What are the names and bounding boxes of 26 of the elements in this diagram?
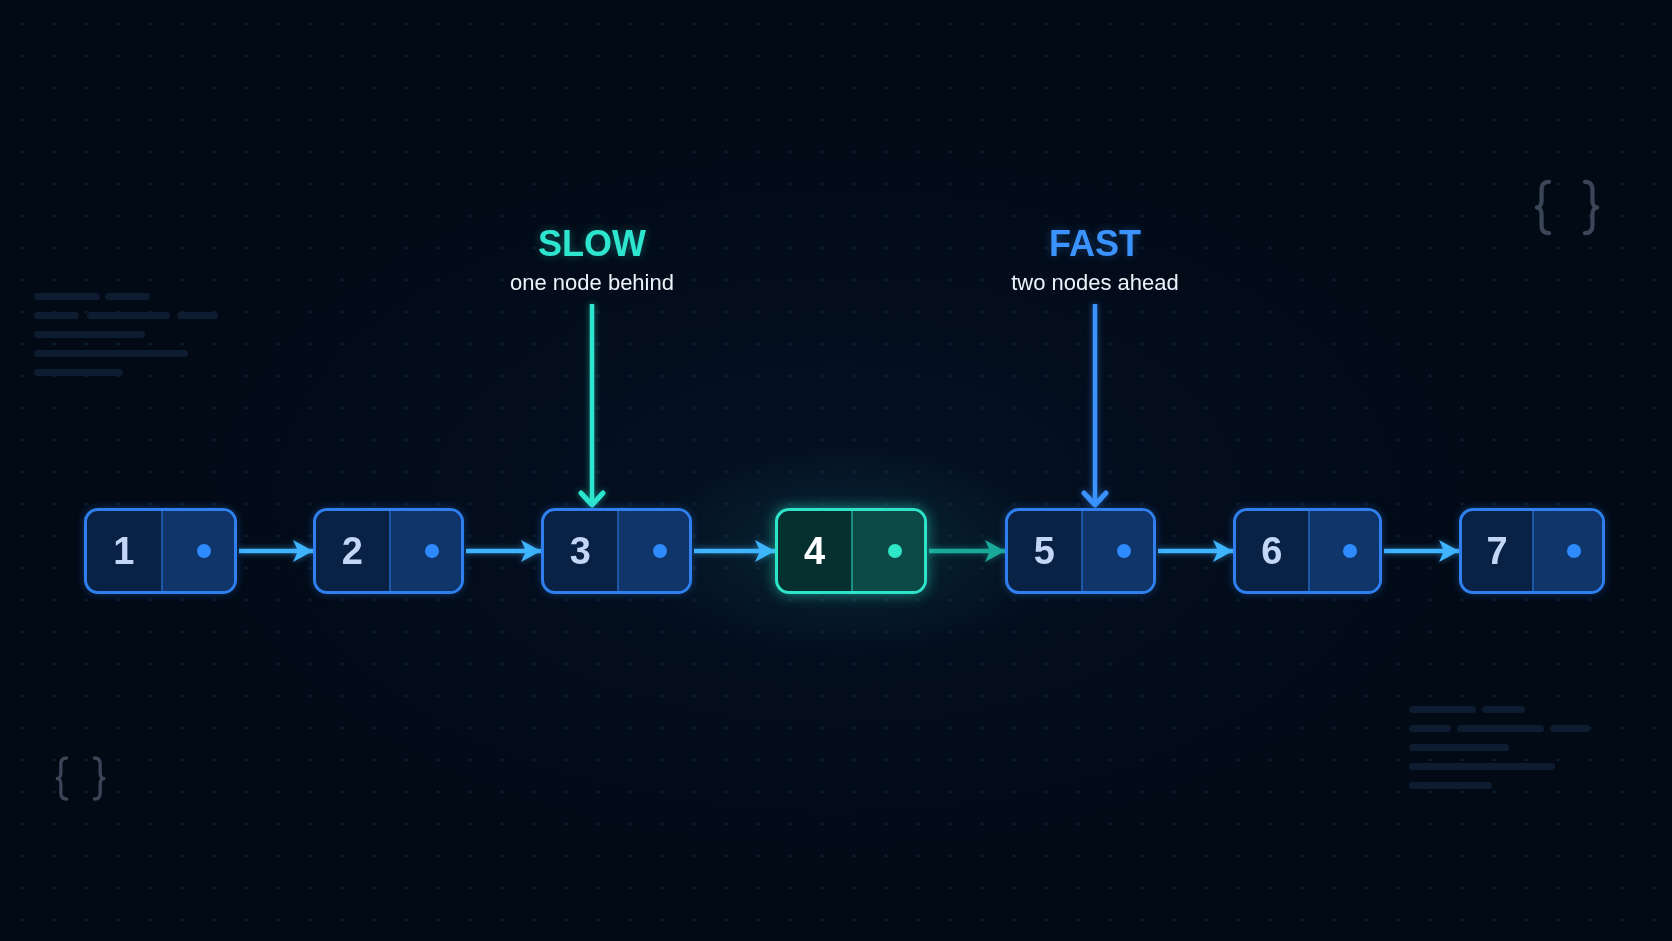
list-node [541,508,692,594]
list-node [1233,508,1382,594]
node-value: 1 [113,529,135,573]
node-value: 5 [1033,529,1055,573]
node-value: 3 [569,529,591,573]
arrow [1384,540,1459,562]
pointer-description: two nodes ahead [1011,270,1179,296]
pointer-name: SLOW [538,224,646,264]
pointer-arrow [578,304,606,508]
arrow [1158,540,1233,562]
pointer-description: one node behind [510,270,674,296]
arrow [239,540,313,562]
list-node [84,508,237,594]
pointer-arrow [1081,304,1109,508]
arrow [466,540,541,562]
node-value: 4 [803,529,826,573]
arrow [694,540,775,562]
arrow [929,540,1005,562]
list-node [775,508,927,594]
node-value: 2 [341,529,363,573]
list-node [1005,508,1156,594]
pointer-name: FAST [1049,224,1141,264]
node-value: 6 [1261,529,1283,573]
node-value: 7 [1486,529,1508,573]
list-node [313,508,464,594]
list-node [1459,508,1605,594]
